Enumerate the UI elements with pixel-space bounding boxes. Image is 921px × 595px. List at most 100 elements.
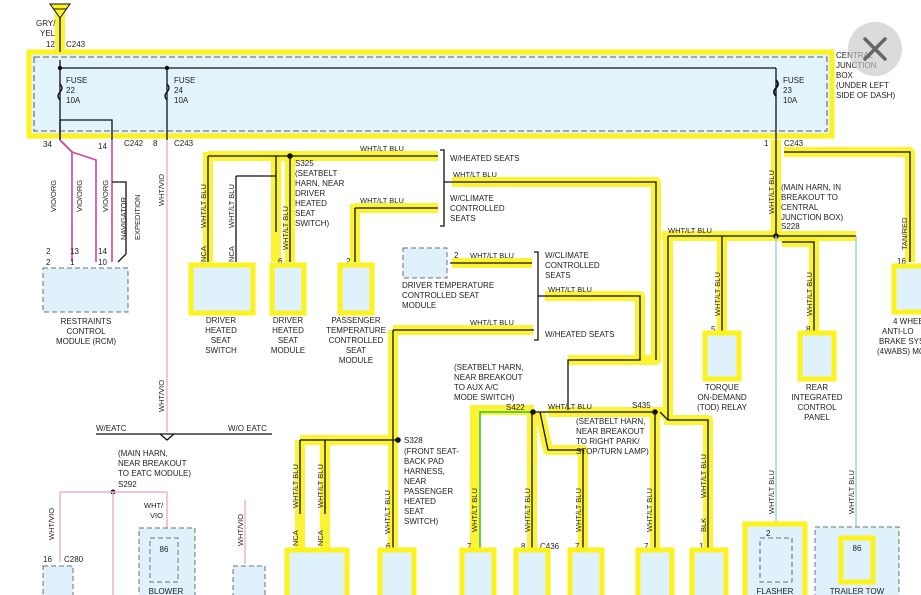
svg-text:7: 7	[644, 542, 649, 551]
svg-text:(SEATBELT: (SEATBELT	[295, 169, 337, 178]
svg-text:S328: S328	[404, 436, 423, 445]
svg-text:WHT/LT BLU: WHT/LT BLU	[360, 196, 404, 205]
svg-text:10: 10	[98, 258, 107, 267]
svg-text:NCA: NCA	[199, 246, 208, 262]
svg-text:WHT/LT BLU: WHT/LT BLU	[767, 170, 776, 214]
svg-text:CONTROLLED: CONTROLLED	[545, 261, 600, 270]
svg-text:TEMPERATURE: TEMPERATURE	[326, 326, 386, 335]
fuse-24-icon	[164, 83, 170, 101]
svg-text:INTEGRATED: INTEGRATED	[792, 393, 843, 402]
close-button[interactable]	[848, 22, 902, 76]
svg-text:S292: S292	[118, 480, 137, 489]
svg-text:MODE SWITCH): MODE SWITCH)	[454, 393, 515, 402]
svg-text:(SEATBELT HARN,: (SEATBELT HARN,	[576, 417, 645, 426]
svg-text:WHT/LT BLU: WHT/LT BLU	[574, 488, 583, 532]
svg-text:NCA: NCA	[291, 530, 300, 546]
svg-text:C242: C242	[124, 139, 144, 148]
svg-text:CENTRAL: CENTRAL	[781, 203, 819, 212]
rear-integrated-control-panel	[797, 330, 837, 382]
svg-text:WHT/LT BLU: WHT/LT BLU	[548, 285, 592, 294]
svg-text:DRIVER: DRIVER	[206, 316, 236, 325]
svg-text:WHT/LT BLU: WHT/LT BLU	[548, 402, 592, 411]
svg-text:FLASHER: FLASHER	[757, 587, 794, 595]
svg-text:NEAR BREAKOUT: NEAR BREAKOUT	[118, 459, 187, 468]
svg-text:TRAILER TOW: TRAILER TOW	[830, 587, 885, 595]
svg-text:WHT/LT BLU: WHT/LT BLU	[699, 454, 708, 498]
svg-text:C243: C243	[66, 40, 86, 49]
svg-text:WHT/: WHT/	[144, 501, 164, 510]
svg-text:TO EATC MODULE): TO EATC MODULE)	[118, 469, 191, 478]
svg-text:16: 16	[897, 257, 906, 266]
svg-text:BLOWER: BLOWER	[149, 587, 184, 595]
svg-text:C243: C243	[174, 139, 194, 148]
central-junction-box: FUSE 22 10A FUSE 24 10A FUSE 23 10A CENT…	[26, 49, 895, 140]
svg-text:WHT/LT BLU: WHT/LT BLU	[470, 488, 479, 532]
fuse-22-icon	[57, 83, 63, 101]
driver-heated-seat-switch	[188, 262, 256, 316]
svg-text:10A: 10A	[66, 96, 81, 105]
svg-text:SWITCH): SWITCH)	[295, 219, 330, 228]
svg-text:HARNESS,: HARNESS,	[404, 467, 445, 476]
svg-text:14: 14	[98, 247, 107, 256]
module-pin7-a	[459, 547, 497, 595]
driver-temp-seat-module	[402, 247, 448, 279]
svg-text:S325: S325	[295, 159, 314, 168]
svg-text:WHT/LT BLU: WHT/LT BLU	[470, 318, 514, 327]
svg-text:10A: 10A	[783, 96, 798, 105]
svg-text:GRY/: GRY/	[36, 19, 56, 28]
svg-text:C436: C436	[540, 542, 560, 551]
svg-text:C280: C280	[64, 555, 84, 564]
close-icon	[863, 37, 887, 61]
svg-text:WHT/LT BLU: WHT/LT BLU	[383, 490, 392, 534]
svg-text:WHT/LT BLU: WHT/LT BLU	[291, 464, 300, 508]
svg-text:W/HEATED SEATS: W/HEATED SEATS	[450, 154, 520, 163]
ground-connection: GRY/ YEL 12 C243	[36, 3, 86, 52]
fuse-24-label: FUSE	[174, 76, 195, 85]
svg-text:5: 5	[711, 325, 716, 334]
svg-text:6: 6	[386, 542, 391, 551]
svg-text:MODULE: MODULE	[339, 356, 373, 365]
passenger-heated-seat-switch	[284, 547, 350, 595]
svg-text:WHT/LT BLU: WHT/LT BLU	[805, 272, 814, 316]
svg-text:WHT/VIO: WHT/VIO	[236, 514, 245, 546]
seat-circuits: WHT/LT BLU WHT/LT BLU WHT/LT BLU WHT/LT …	[188, 144, 657, 595]
svg-text:1: 1	[699, 542, 704, 551]
svg-text:NEAR BREAKOUT: NEAR BREAKOUT	[454, 373, 523, 382]
module-pin1	[689, 547, 729, 595]
svg-text:(FRONT SEAT-: (FRONT SEAT-	[404, 447, 459, 456]
svg-text:SEATS: SEATS	[545, 271, 571, 280]
svg-text:PANEL: PANEL	[804, 413, 830, 422]
svg-text:(TOD) RELAY: (TOD) RELAY	[697, 403, 748, 412]
svg-text:VIO/ORG: VIO/ORG	[75, 180, 84, 212]
module-pin7-b	[567, 547, 605, 595]
lower-right-circuits: WHT/LT BLU (SEATBELT HARN, NEAR BREAKOUT…	[454, 363, 729, 595]
svg-text:SWITCH: SWITCH	[205, 346, 237, 355]
fuse-23-circuits: WHT/LT BLU (MAIN HARN, IN BREAKOUT TO CE…	[667, 140, 921, 595]
svg-text:BOX: BOX	[836, 71, 854, 80]
rcm-circuit: VIO/ORG VIO/ORG VIO/ORG NAVIGATOR EXPEDI…	[42, 139, 142, 346]
svg-text:2: 2	[46, 258, 51, 267]
svg-text:WHT/LT BLU: WHT/LT BLU	[470, 251, 514, 260]
cjb-connectors: 34 14 C242 8 C243 1 C243	[43, 139, 804, 151]
svg-text:VIO/ORG: VIO/ORG	[101, 180, 110, 212]
svg-text:34: 34	[43, 140, 52, 149]
svg-text:SEAT: SEAT	[295, 209, 315, 218]
tod-relay	[702, 330, 742, 382]
svg-text:WHT/VIO: WHT/VIO	[157, 380, 166, 412]
svg-text:WHT/LT BLU: WHT/LT BLU	[360, 144, 404, 153]
svg-text:NCA: NCA	[227, 246, 236, 262]
passenger-temp-seat-module	[337, 262, 375, 316]
svg-text:TO AUX A/C: TO AUX A/C	[454, 383, 499, 392]
svg-text:WHT/VIO: WHT/VIO	[157, 174, 166, 206]
svg-text:WHT/LT BLU: WHT/LT BLU	[523, 488, 532, 532]
svg-text:PASSENGER: PASSENGER	[404, 487, 453, 496]
svg-text:2: 2	[766, 529, 771, 538]
svg-text:YEL: YEL	[40, 29, 56, 38]
passenger-heated-seat-module	[377, 547, 417, 595]
svg-text:S228: S228	[781, 222, 800, 231]
svg-text:BRAKE SYS: BRAKE SYS	[879, 337, 921, 346]
svg-text:13: 13	[70, 247, 79, 256]
svg-text:SEAT: SEAT	[278, 336, 298, 345]
svg-text:WHT/VIO: WHT/VIO	[47, 508, 56, 540]
svg-text:CONTROLLED SEAT: CONTROLLED SEAT	[402, 291, 479, 300]
